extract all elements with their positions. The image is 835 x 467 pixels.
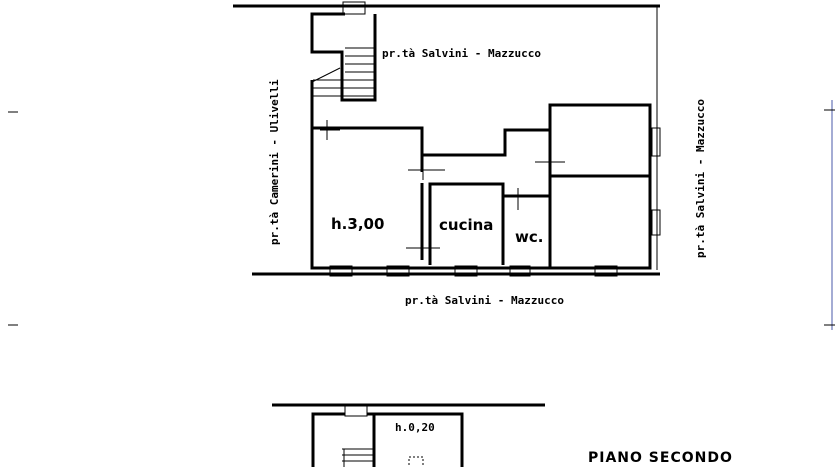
lower-plan: h.0,20 PIANO SECONDO bbox=[272, 403, 733, 467]
upper-plan-walls: pr.tà Salvini - Mazzucco pr.tà Salvini -… bbox=[233, 1, 707, 307]
room-height-label: h.3,00 bbox=[331, 215, 384, 233]
floor-title: PIANO SECONDO bbox=[588, 450, 733, 466]
windows bbox=[329, 1, 661, 277]
lower-height-label: h.0,20 bbox=[395, 421, 435, 434]
stairs bbox=[311, 47, 375, 97]
margin-ticks bbox=[8, 100, 835, 330]
neighbor-left-label: pr.tà Camerini - Ulivelli bbox=[268, 79, 281, 245]
door-marks bbox=[320, 120, 565, 258]
neighbor-top-label: pr.tà Salvini - Mazzucco bbox=[382, 47, 541, 60]
wc-label: wc. bbox=[515, 228, 543, 246]
neighbor-bottom-label: pr.tà Salvini - Mazzucco bbox=[405, 294, 564, 307]
kitchen-label: cucina bbox=[439, 216, 493, 234]
neighbor-right-label: pr.tà Salvini - Mazzucco bbox=[694, 99, 707, 258]
